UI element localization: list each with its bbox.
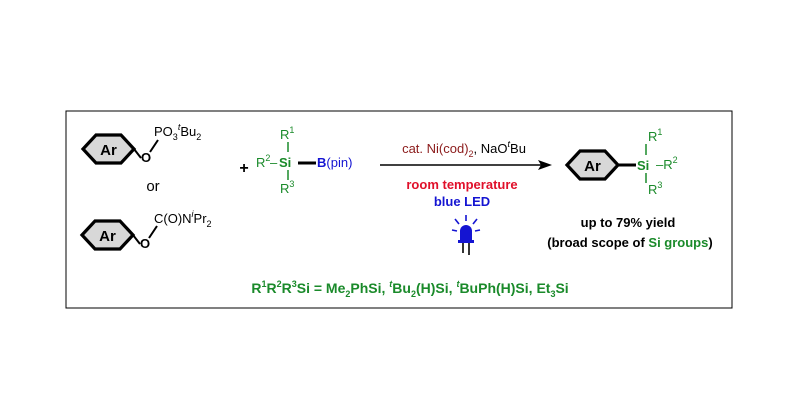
yield-text: up to 79% yield: [581, 215, 676, 230]
scope-text: (broad scope of Si groups): [547, 235, 712, 250]
product-si: Si: [637, 158, 649, 173]
carbamate-group: C(O)NiPr2: [154, 209, 212, 229]
blue-led-icon: [451, 215, 481, 255]
bond-o-c: [148, 225, 158, 239]
product-r1: R1: [648, 127, 662, 144]
bond-ring-o-1: [133, 148, 142, 159]
ring-label-1: Ar: [100, 142, 117, 159]
reaction-arrow-head: [538, 160, 552, 170]
silylborane-r2: R2: [256, 153, 270, 170]
or-label: or: [146, 178, 159, 195]
silylborane-r1: R1: [280, 125, 294, 142]
oxygen-label-1: O: [141, 150, 151, 165]
bond-ring-o-2: [132, 234, 141, 245]
reaction-conditions: cat. Ni(cod)2, NaOtBu room temperature b…: [380, 139, 552, 209]
aryl-phosphate: Ar O PO3tBu2: [80, 122, 201, 165]
silylborane-r3: R3: [280, 179, 294, 196]
silylborane: R1 R2 – Si B(pin) R3: [256, 125, 352, 196]
phosphate-group: PO3tBu2: [154, 122, 201, 142]
silylborane-b: B(pin): [317, 155, 352, 170]
ring-label-2: Ar: [99, 228, 116, 245]
scheme-frame: [65, 110, 733, 309]
product-r3: R3: [648, 180, 662, 197]
plus-sign: +: [239, 160, 248, 177]
product-ring-label: Ar: [584, 158, 601, 175]
aryl-carbamate: Ar O C(O)NiPr2: [79, 209, 212, 251]
product-r2: –R2: [656, 155, 678, 172]
light-text: blue LED: [434, 194, 490, 209]
bond-o-p: [149, 139, 159, 153]
catalyst-text: cat. Ni(cod)2, NaOtBu: [402, 139, 526, 159]
temperature-text: room temperature: [406, 177, 517, 192]
silyl-group-definition: R1R2R3Si = Me2PhSi, tBu2(H)Si, tBuPh(H)S…: [251, 279, 568, 299]
silylborane-si: Si: [279, 155, 291, 170]
product: Ar Si R1 –R2 R3: [564, 127, 678, 197]
oxygen-label-2: O: [140, 236, 150, 251]
silylborane-dash: –: [270, 155, 278, 170]
